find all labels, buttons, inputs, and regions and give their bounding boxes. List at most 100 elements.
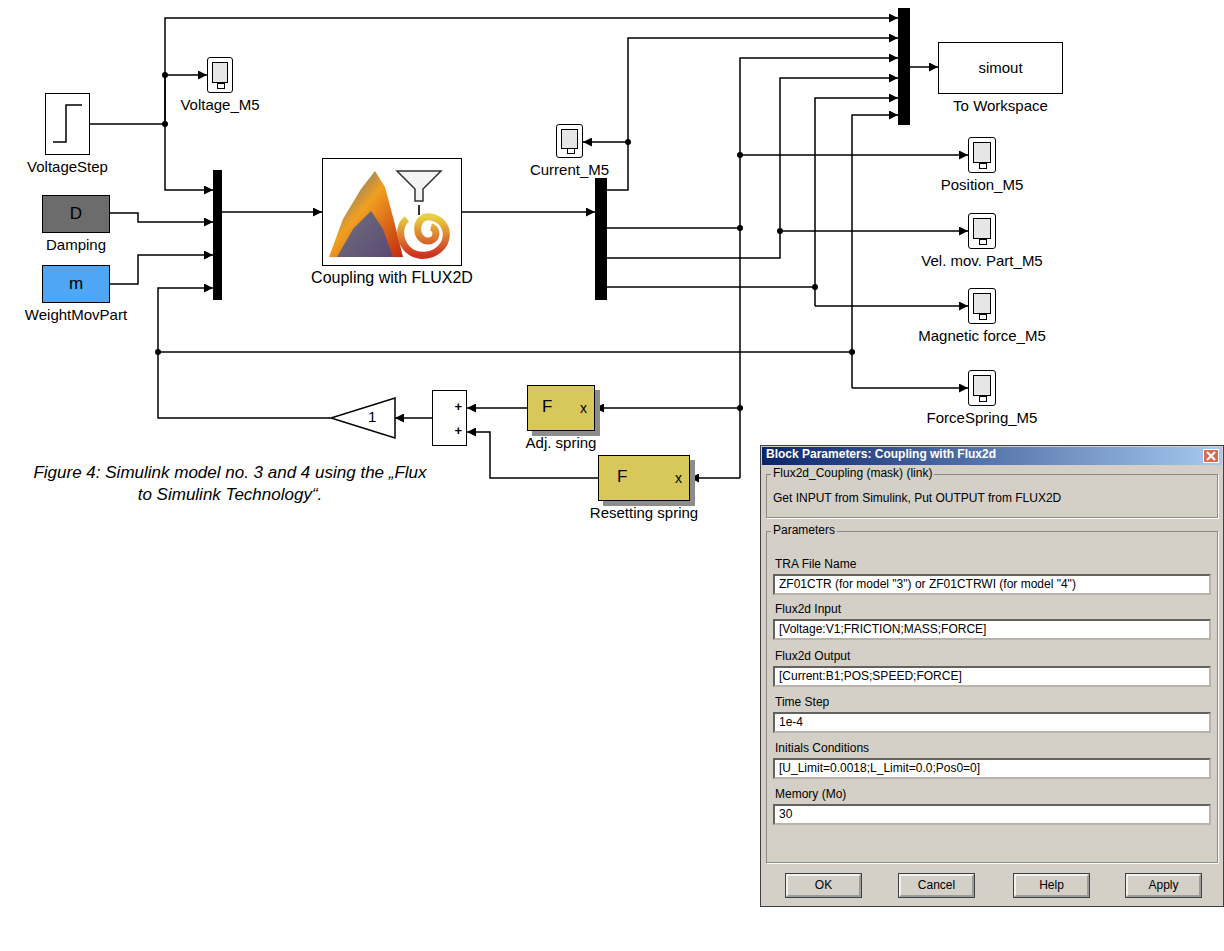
block-symbol: 1 xyxy=(368,408,376,425)
mux-bar xyxy=(213,170,222,300)
scope-block: Magnetic force_M5 xyxy=(968,288,996,324)
wire-group xyxy=(110,18,968,478)
text-field: [Voltage:V1;FRICTION;MASS;FORCE] xyxy=(773,619,1211,640)
signal-wire xyxy=(462,211,595,213)
signal-wire xyxy=(165,18,898,124)
block-symbol: + xyxy=(454,400,462,415)
block-symbol: x xyxy=(675,470,682,486)
flux2d-coupling-block: Coupling with FLUX2D xyxy=(322,158,462,266)
block-label: Adj. spring xyxy=(526,434,597,451)
fcn-block: FxResetting spring xyxy=(598,455,690,501)
block-label: Damping xyxy=(46,236,106,253)
signal-wire xyxy=(110,255,213,284)
signal-line xyxy=(395,417,432,419)
text-field: 30 xyxy=(773,804,1211,825)
signal-wire xyxy=(110,213,213,222)
scope-screen xyxy=(973,293,991,314)
signal-wire xyxy=(595,407,740,409)
block-text: Help xyxy=(1039,879,1064,893)
signal-wire xyxy=(740,154,968,156)
scope-knob xyxy=(979,163,987,169)
block-icon xyxy=(330,397,395,439)
block-label: Position_M5 xyxy=(941,176,1024,193)
signal-wire xyxy=(165,124,213,190)
scope-knob xyxy=(979,239,987,245)
block-label: WeightMovPart xyxy=(25,306,127,323)
signal-wire xyxy=(690,477,740,479)
block-symbol: + xyxy=(454,424,462,439)
junction-dot xyxy=(812,284,818,290)
text-field: 1e-4 xyxy=(773,712,1211,733)
block-label: VoltageStep xyxy=(27,158,108,175)
block-text: simout xyxy=(978,59,1022,76)
signal-wire xyxy=(222,211,322,213)
signal-wire xyxy=(628,38,898,142)
dialog-text: Memory (Mo) xyxy=(775,788,846,802)
block-symbol: F xyxy=(617,467,627,487)
dialog-text: Flux2d Output xyxy=(775,650,850,664)
signal-line xyxy=(467,407,527,409)
junction-dot xyxy=(737,152,743,158)
step-block: VoltageStep xyxy=(45,93,90,155)
dialog-text: Initials Conditions xyxy=(775,742,869,756)
block-label: Coupling with FLUX2D xyxy=(311,269,473,287)
block-label: Voltage_M5 xyxy=(180,96,259,113)
block-label: Magnetic force_M5 xyxy=(918,327,1046,344)
dialog-button: OK xyxy=(786,874,861,897)
scope-block: ForceSpring_M5 xyxy=(968,370,996,406)
field-value: 1e-4 xyxy=(779,716,803,730)
dialog-text: TRA File Name xyxy=(775,558,856,572)
scope-block: Vel. mov. Part_M5 xyxy=(968,213,996,249)
block-label: To Workspace xyxy=(953,97,1048,114)
signal-wire xyxy=(852,387,968,389)
scope-knob xyxy=(567,148,575,154)
scope-block: Position_M5 xyxy=(968,137,996,173)
scope-block: Current_M5 xyxy=(556,124,583,158)
dialog-text: Parameters xyxy=(771,524,837,538)
block-label: Vel. mov. Part_M5 xyxy=(921,252,1042,269)
block-symbol: F xyxy=(542,397,552,417)
junction-dot xyxy=(155,349,161,355)
signal-wire xyxy=(815,98,898,306)
field-value: 30 xyxy=(779,808,792,822)
signal-wire xyxy=(852,115,898,388)
signal-wire xyxy=(607,286,815,288)
scope-knob xyxy=(979,314,987,320)
junction-dot xyxy=(737,225,743,231)
block-text: D xyxy=(70,204,82,224)
block-text: Apply xyxy=(1148,879,1178,893)
field-value: [Voltage:V1;FRICTION;MASS;FORCE] xyxy=(779,623,986,637)
dialog-button: Cancel xyxy=(899,874,974,897)
scope-screen xyxy=(973,142,991,163)
block-text: m xyxy=(69,274,83,294)
fcn-block: FxAdj. spring xyxy=(527,385,595,431)
junction-dot xyxy=(849,349,855,355)
dialog-button: Help xyxy=(1014,874,1089,897)
mux-bar xyxy=(898,8,910,125)
gain-block: 1 xyxy=(330,397,395,439)
block-label: Resetting spring xyxy=(590,504,698,521)
dialog-text: Get INPUT from Simulink, Put OUTPUT from… xyxy=(773,492,1061,506)
signal-line xyxy=(467,432,598,478)
block-label: ForceSpring_M5 xyxy=(927,409,1038,426)
junction-dot xyxy=(737,405,743,411)
signal-wire xyxy=(780,230,968,232)
constant-block: DDamping xyxy=(42,195,110,233)
dialog-text: Time Step xyxy=(775,696,829,710)
scope-block: Voltage_M5 xyxy=(207,57,233,93)
demux-bar xyxy=(595,178,607,300)
signal-wire xyxy=(910,66,938,68)
scope-screen xyxy=(973,218,991,239)
junctions xyxy=(155,8,910,411)
text-field: [Current:B1;POS;SPEED;FORCE] xyxy=(773,666,1211,687)
scope-screen xyxy=(212,62,228,83)
block-label: Current_M5 xyxy=(530,161,609,178)
field-value: [U_Limit=0.0018;L_Limit=0.0;Pos0=0] xyxy=(779,762,980,776)
signal-wire xyxy=(740,58,898,478)
signal-wire xyxy=(158,288,330,418)
scope-screen xyxy=(973,375,991,396)
to-workspace-block: simoutTo Workspace xyxy=(938,42,1063,94)
signal-wire xyxy=(815,305,968,307)
field-value: [Current:B1;POS;SPEED;FORCE] xyxy=(779,670,962,684)
block-text: OK xyxy=(815,879,832,893)
